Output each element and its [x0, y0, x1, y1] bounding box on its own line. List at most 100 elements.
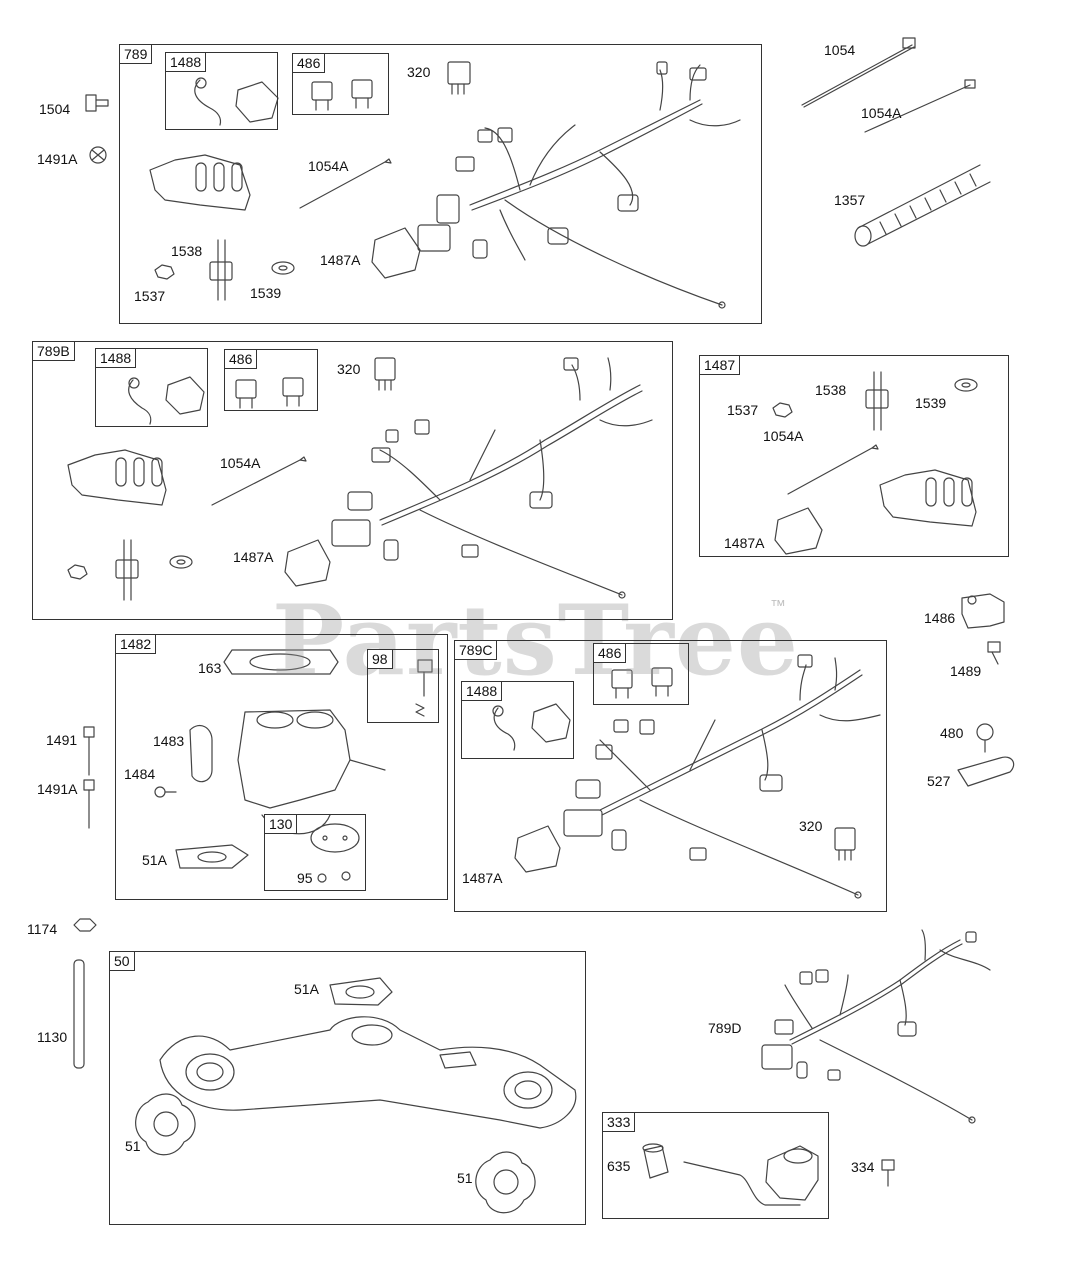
label-1491A-top: 1491A	[37, 151, 78, 167]
stud-1538-a-drawing	[209, 239, 233, 301]
box-789B: 789B	[32, 341, 673, 620]
screw-98-drawing	[415, 659, 433, 717]
connector-1488-a-drawing	[194, 77, 279, 126]
clamp-527-drawing	[957, 756, 1015, 787]
label-789D: 789D	[708, 1020, 742, 1036]
intake-manifold-drawing	[159, 1016, 577, 1129]
label-480: 480	[940, 725, 964, 741]
box-1488-a: 1488	[165, 52, 278, 130]
relay-320-a-drawing	[447, 61, 471, 95]
label-1489: 1489	[950, 663, 982, 679]
label-1491: 1491	[46, 732, 78, 748]
box-98: 98	[367, 649, 439, 723]
stud-1538-c-drawing	[865, 371, 889, 431]
bolt-1504-drawing	[85, 94, 109, 112]
sensor-1483-drawing	[189, 725, 213, 783]
label-1487A-b: 1487A	[233, 549, 274, 565]
bracket-c-drawing	[879, 469, 977, 527]
label-163: 163	[198, 660, 222, 676]
label-1487A-a: 1487A	[320, 252, 361, 268]
box-label-789: 789	[119, 44, 153, 64]
box-789C: 789C	[454, 640, 887, 912]
box-label-486-a: 486	[292, 53, 326, 73]
throttle-body-drawing	[237, 709, 386, 835]
label-1538-a: 1538	[171, 243, 203, 259]
label-320-a: 320	[407, 64, 431, 80]
label-1537-a: 1537	[134, 288, 166, 304]
washer-b-drawing	[169, 555, 193, 569]
label-1486: 1486	[924, 610, 956, 626]
label-320-c: 320	[799, 818, 823, 834]
bracket-a-drawing	[149, 154, 251, 211]
label-1054A-a: 1054A	[308, 158, 349, 174]
box-486-b: 486	[224, 349, 318, 411]
box-label-1488-b: 1488	[95, 348, 137, 368]
label-51A-a: 51A	[142, 852, 167, 868]
relay-320-c-drawing	[834, 827, 856, 861]
connector-1487A-d-drawing	[514, 825, 561, 873]
cable-tie-1054A-right-drawing	[864, 79, 976, 133]
label-1487A-c: 1487A	[724, 535, 765, 551]
label-1357: 1357	[834, 192, 866, 208]
label-635: 635	[607, 1158, 631, 1174]
label-1504: 1504	[39, 101, 71, 117]
nut-1537-a-drawing	[154, 264, 175, 280]
connector-1488-b-drawing	[128, 376, 205, 425]
grommet-635-drawing	[642, 1143, 669, 1179]
label-334: 334	[851, 1159, 875, 1175]
bolt-334-drawing	[881, 1159, 895, 1187]
washer-1539-c-drawing	[954, 378, 978, 392]
box-label-1487: 1487	[699, 355, 741, 375]
conduit-1357-drawing	[854, 164, 991, 247]
gasket-51-a-drawing	[135, 1093, 196, 1156]
fuse-486-a-drawing	[311, 79, 373, 111]
label-1484: 1484	[124, 766, 156, 782]
screw-1484-drawing	[154, 786, 177, 798]
wire-harness-789B-drawing	[331, 357, 653, 599]
box-label-789C: 789C	[454, 640, 498, 660]
wire-harness-789D-drawing	[761, 929, 991, 1124]
relay-320-b-drawing	[374, 357, 396, 391]
label-1491A-mid: 1491A	[37, 781, 78, 797]
bolt-1489-drawing	[987, 641, 1001, 665]
connector-1487A-c-drawing	[774, 507, 823, 555]
box-label-789B: 789B	[32, 341, 75, 361]
cable-tie-1054A-c-drawing	[787, 444, 879, 495]
box-1488-b: 1488	[95, 348, 208, 427]
plate-130-drawing	[310, 823, 360, 853]
box-486-c: 486	[593, 643, 689, 705]
wire-harness-789-drawing	[417, 61, 741, 309]
label-1537-c: 1537	[727, 402, 759, 418]
box-label-486-b: 486	[224, 349, 258, 369]
label-1538-c: 1538	[815, 382, 847, 398]
sensor-333-drawing	[683, 1145, 819, 1206]
bracket-b-drawing	[67, 449, 167, 506]
trademark-symbol: ™	[770, 598, 786, 615]
box-label-1482: 1482	[115, 634, 157, 654]
box-label-1488-c: 1488	[461, 681, 503, 701]
box-label-486-c: 486	[593, 643, 627, 663]
gasket-163-drawing	[223, 649, 339, 675]
box-label-98: 98	[367, 649, 393, 669]
fuse-486-b-drawing	[235, 377, 304, 409]
box-486-a: 486	[292, 53, 389, 115]
label-51A-b: 51A	[294, 981, 319, 997]
gasket-51A-b-drawing	[329, 977, 393, 1006]
label-1174: 1174	[27, 921, 58, 937]
cable-tie-1054-drawing	[801, 37, 916, 108]
stud-b-drawing	[115, 539, 139, 601]
box-1482: 1482	[115, 634, 448, 900]
bolt-480-drawing	[976, 723, 994, 753]
box-label-333: 333	[602, 1112, 636, 1132]
box-label-1488-a: 1488	[165, 52, 207, 72]
wire-harness-789C-drawing	[563, 654, 881, 899]
label-51-b: 51	[457, 1170, 473, 1186]
label-1054A-right: 1054A	[861, 105, 902, 121]
nut-1174-drawing	[73, 918, 97, 932]
label-1054: 1054	[824, 42, 856, 58]
screw-1491A-top-drawing	[89, 146, 107, 164]
gasket-51A-a-drawing	[175, 844, 249, 869]
label-1054A-b: 1054A	[220, 455, 261, 471]
label-1054A-c: 1054A	[763, 428, 804, 444]
